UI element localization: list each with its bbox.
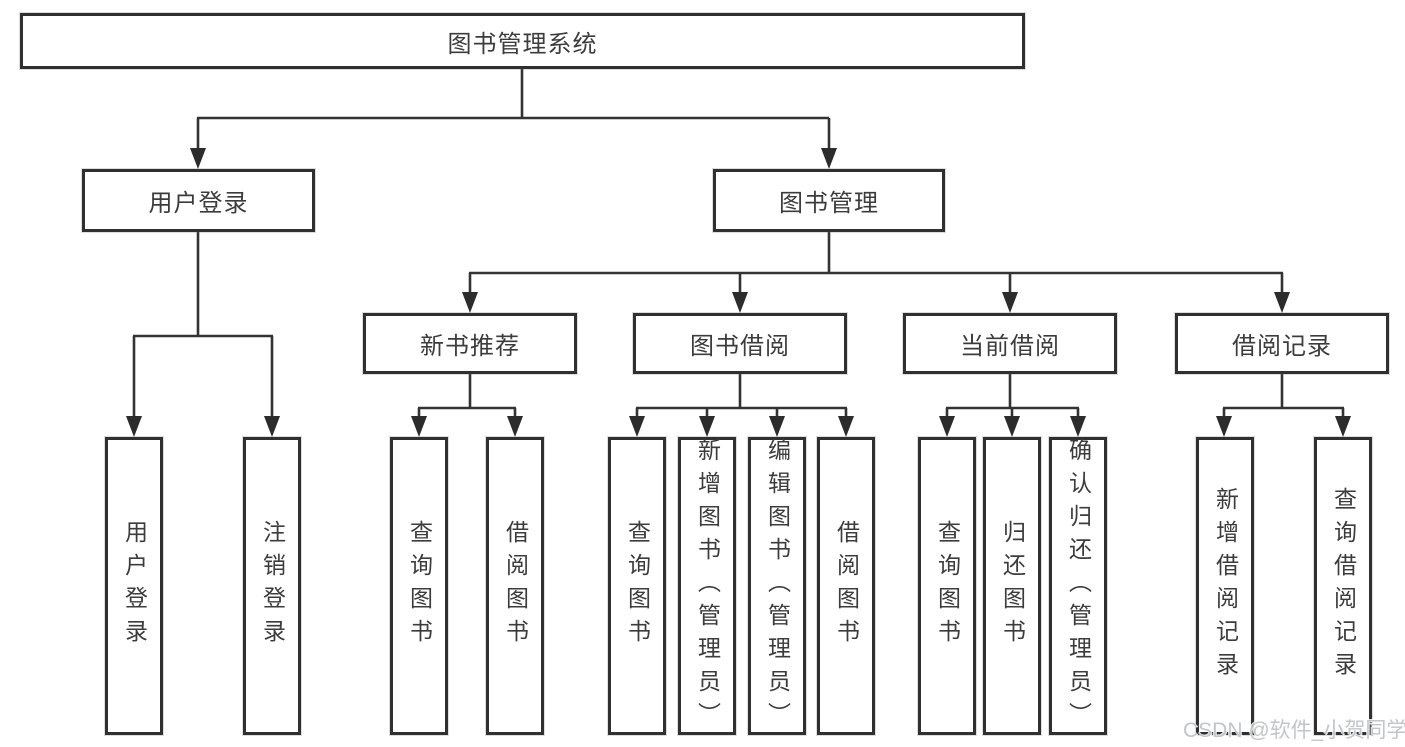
leaf-add-borrow-record-label: 新增借阅记录 <box>1212 487 1239 685</box>
leaf-add-borrow-record: 新增借阅记录 <box>1196 437 1254 735</box>
leaf-borrow-books: 借阅图书 <box>817 437 875 735</box>
node-book-management-label: 图书管理 <box>779 190 879 217</box>
node-root: 图书管理系统 <box>20 13 1025 69</box>
node-book-borrow-label: 图书借阅 <box>690 333 790 360</box>
leaf-logout-label: 注销登录 <box>259 520 286 652</box>
leaf-user-login-label: 用户登录 <box>121 520 148 652</box>
node-new-book-recommend: 新书推荐 <box>363 313 577 374</box>
node-root-label: 图书管理系统 <box>447 30 598 58</box>
node-book-management: 图书管理 <box>713 169 945 232</box>
leaf-return-books-label: 归还图书 <box>999 520 1026 652</box>
leaf-confirm-return-admin-label: 确认归还（管理员） <box>1065 437 1092 735</box>
leaf-borrow-books-label: 借阅图书 <box>833 520 860 652</box>
node-book-borrow: 图书借阅 <box>633 313 847 374</box>
leaf-borrow-query-books: 查询图书 <box>608 437 666 735</box>
leaf-edit-books-admin-label: 编辑图书（管理员） <box>764 437 791 735</box>
leaf-logout: 注销登录 <box>243 437 301 735</box>
leaf-newbook-query-books-label: 查询图书 <box>406 520 433 652</box>
node-new-book-recommend-label: 新书推荐 <box>420 333 520 360</box>
node-user-login-label: 用户登录 <box>148 190 249 217</box>
leaf-query-borrow-record: 查询借阅记录 <box>1314 437 1372 735</box>
leaf-edit-books-admin: 编辑图书（管理员） <box>748 437 806 735</box>
leaf-borrow-query-books-label: 查询图书 <box>624 520 651 652</box>
arrowheads <box>126 148 1351 437</box>
node-borrow-records-label: 借阅记录 <box>1232 333 1332 360</box>
leaf-newbook-borrow-books-label: 借阅图书 <box>502 520 529 652</box>
leaf-current-query-books: 查询图书 <box>918 437 976 735</box>
leaf-add-books-admin: 新增图书（管理员） <box>678 437 736 735</box>
node-current-borrow-label: 当前借阅 <box>960 333 1060 360</box>
leaf-add-books-admin-label: 新增图书（管理员） <box>694 437 721 735</box>
leaf-query-borrow-record-label: 查询借阅记录 <box>1330 487 1357 685</box>
node-borrow-records: 借阅记录 <box>1175 313 1389 374</box>
leaf-confirm-return-admin: 确认归还（管理员） <box>1049 437 1107 735</box>
leaf-newbook-query-books: 查询图书 <box>390 437 448 735</box>
leaf-newbook-borrow-books: 借阅图书 <box>486 437 544 735</box>
leaf-user-login: 用户登录 <box>105 437 163 735</box>
node-current-borrow: 当前借阅 <box>903 313 1117 374</box>
leaf-current-query-books-label: 查询图书 <box>934 520 961 652</box>
node-user-login: 用户登录 <box>82 169 315 232</box>
leaf-return-books: 归还图书 <box>983 437 1041 735</box>
watermark-text: CSDN @软件_小贺同学 <box>1183 719 1405 742</box>
